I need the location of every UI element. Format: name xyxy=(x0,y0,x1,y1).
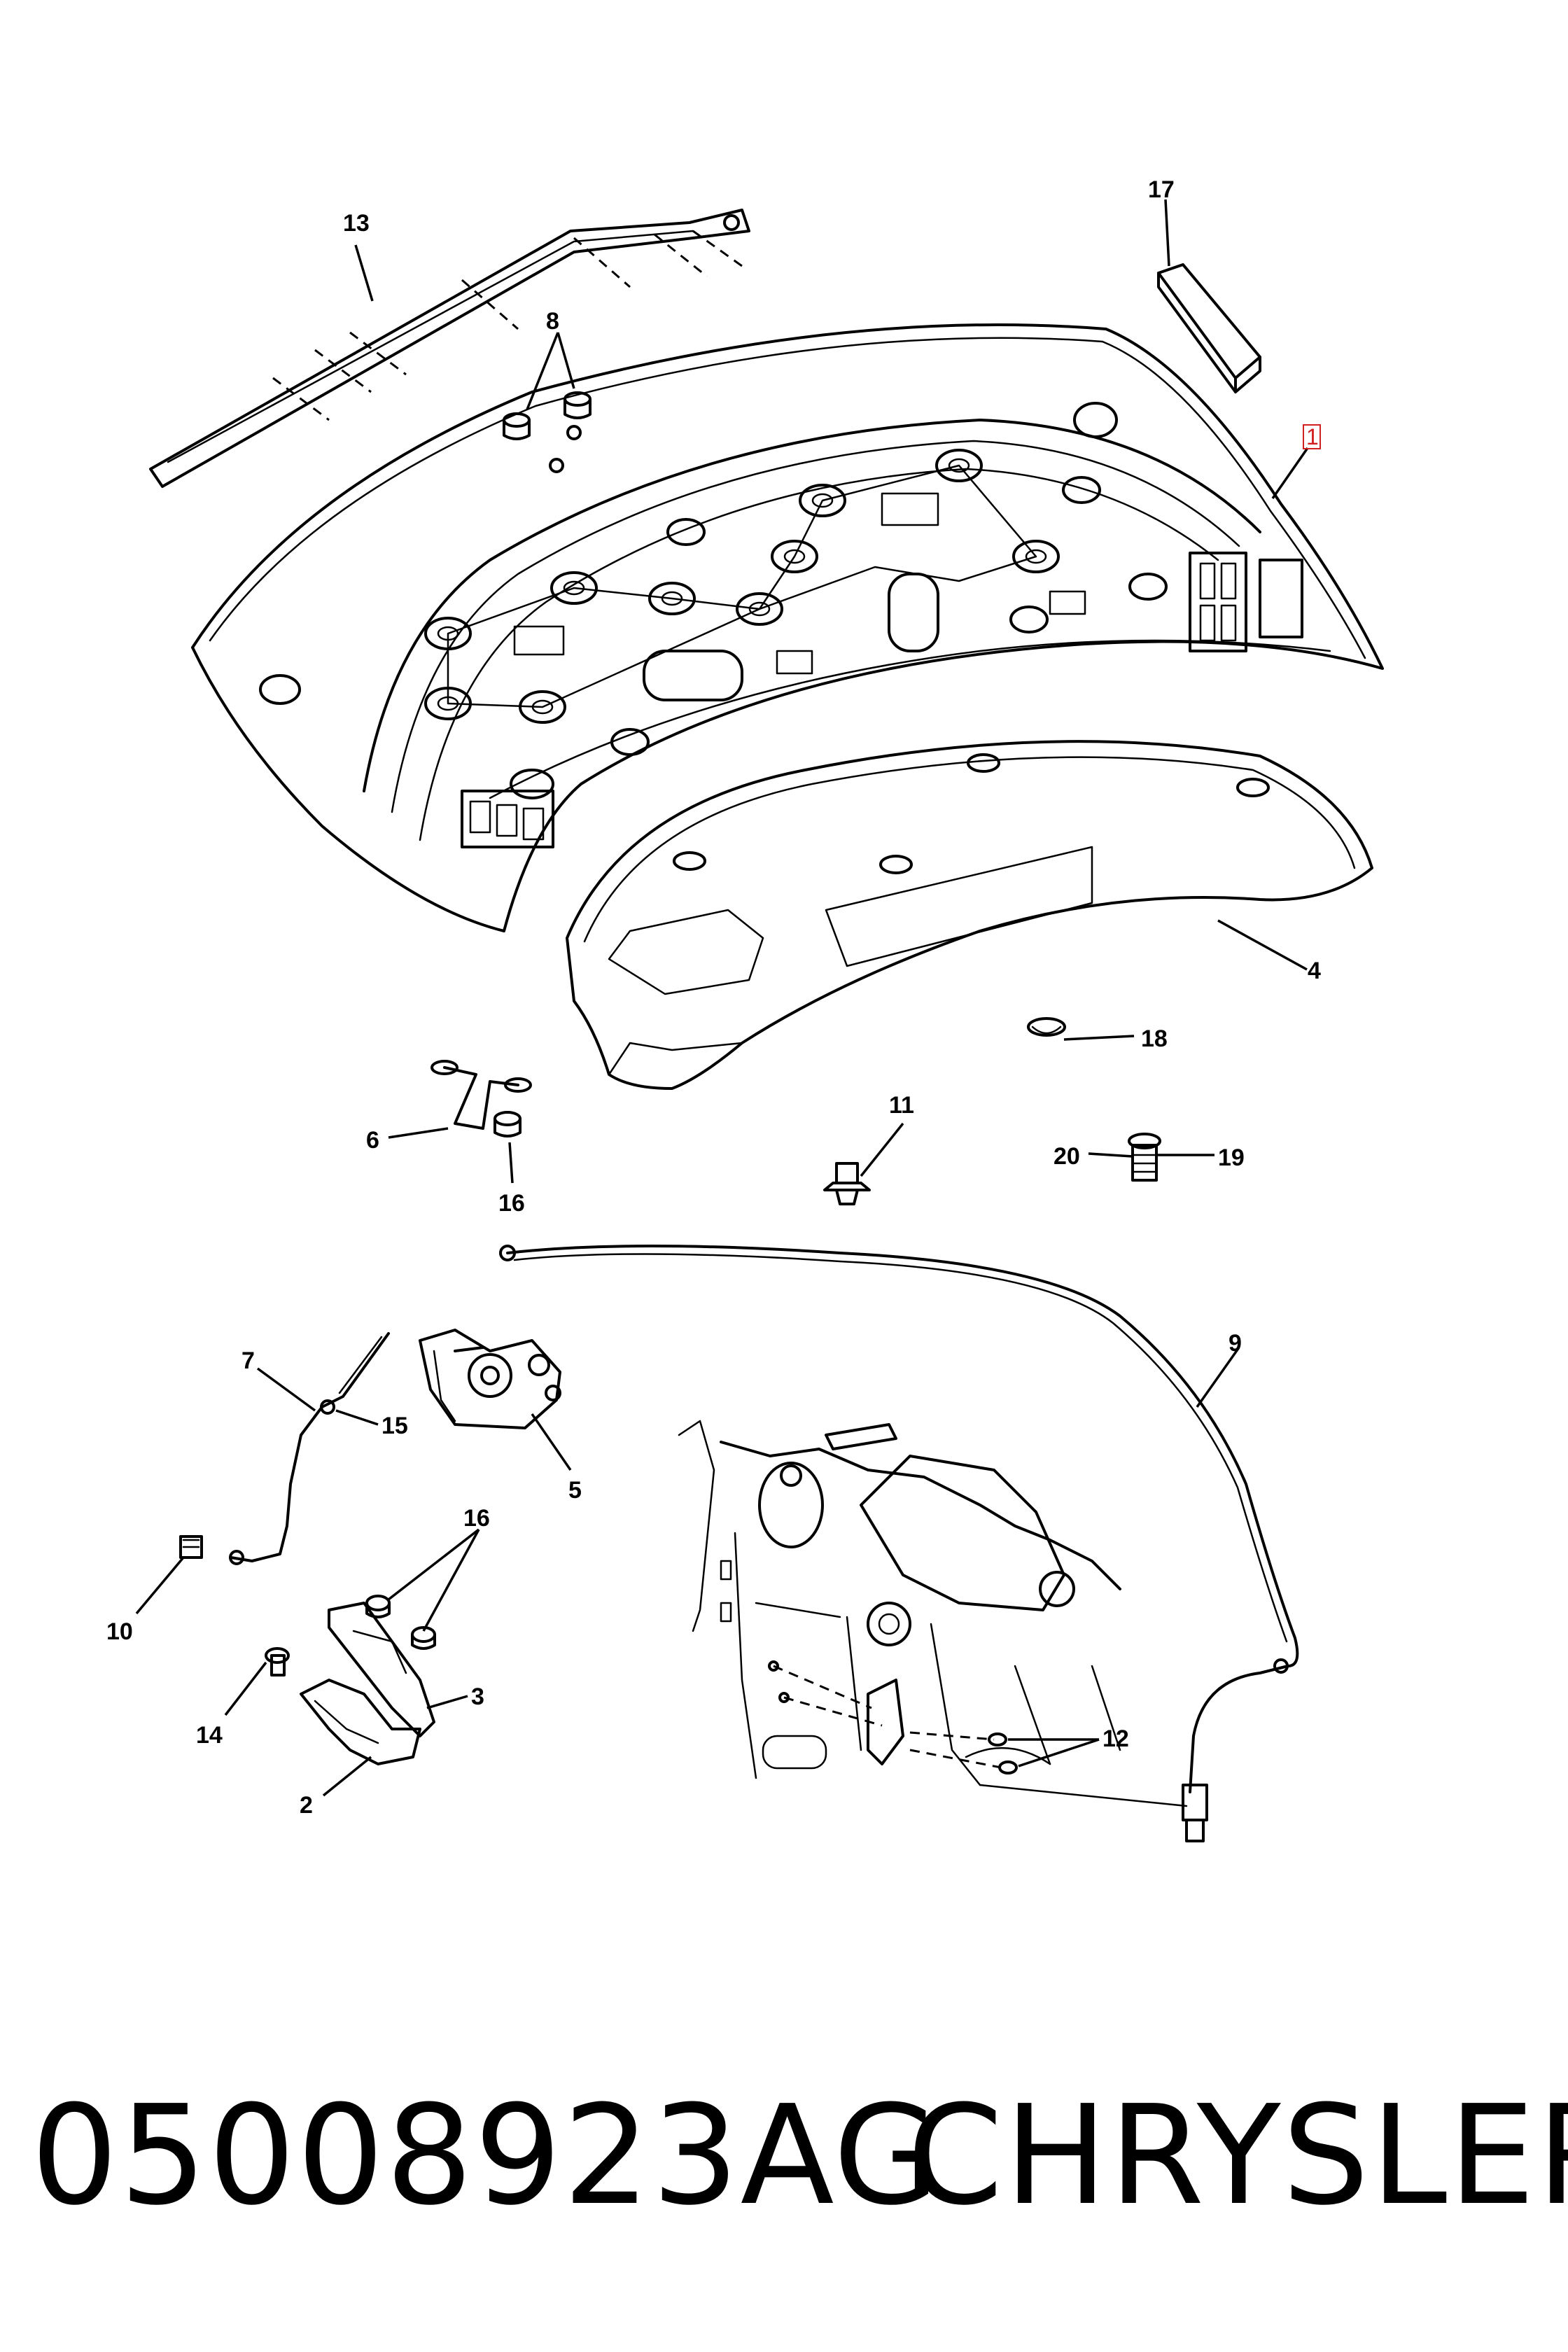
callout-12: 12 xyxy=(1102,1726,1129,1752)
hood-reinforcement-pads xyxy=(259,402,1168,799)
brand-caption: CHRYSLER xyxy=(907,2076,1568,2236)
callout-1-highlight-box xyxy=(1303,424,1321,449)
callout-16-lower: 16 xyxy=(463,1505,490,1532)
latch-shield xyxy=(300,1679,421,1765)
callout-16-upper: 16 xyxy=(498,1190,525,1217)
hood-latch xyxy=(419,1329,561,1429)
part-number-caption: 05008923AG xyxy=(31,2076,941,2236)
hood-bumpers xyxy=(503,391,592,473)
callout-2: 2 xyxy=(300,1792,313,1819)
callout-6: 6 xyxy=(366,1127,379,1154)
callout-8: 8 xyxy=(546,308,559,335)
support-bracket xyxy=(430,1060,532,1130)
hood-release-cable xyxy=(499,1245,1299,1842)
sensor-connector xyxy=(179,1535,203,1559)
foam-insulator-block xyxy=(1157,263,1261,393)
cable-retainer xyxy=(823,1162,871,1205)
callout-18: 18 xyxy=(1141,1026,1168,1052)
callout-9: 9 xyxy=(1228,1330,1242,1357)
bolt-with-washer xyxy=(1128,1133,1161,1182)
leader-lines xyxy=(135,199,1309,1797)
vehicle-front-structure xyxy=(678,1420,1188,1807)
callout-3: 3 xyxy=(471,1684,484,1710)
hood-insulator xyxy=(566,740,1373,1090)
callout-7: 7 xyxy=(241,1348,255,1374)
caption-row: 05008923AG CHRYSLER xyxy=(0,2072,1568,2240)
callout-labels: 1 2 3 4 5 6 7 8 9 10 11 12 13 14 15 16 1… xyxy=(106,176,1321,1819)
bracket-fasteners xyxy=(265,1595,436,1676)
callout-19: 19 xyxy=(1218,1144,1245,1171)
callout-20: 20 xyxy=(1054,1143,1080,1170)
callout-13: 13 xyxy=(343,210,370,237)
grommet-upper xyxy=(493,1111,522,1138)
callout-11: 11 xyxy=(889,1092,914,1119)
callout-15: 15 xyxy=(382,1413,408,1439)
hood-hinge-area-right xyxy=(1189,552,1303,652)
hood-seal-strip xyxy=(149,209,750,488)
callout-4: 4 xyxy=(1308,958,1321,984)
callout-17: 17 xyxy=(1148,176,1175,203)
hood-panel xyxy=(191,323,1384,932)
latch-cable xyxy=(229,1332,390,1565)
callout-1: 1 xyxy=(1306,424,1319,449)
push-pin-clip xyxy=(1027,1017,1066,1037)
callout-10: 10 xyxy=(106,1618,133,1645)
callout-5: 5 xyxy=(568,1477,582,1504)
callout-14: 14 xyxy=(196,1722,223,1749)
hood-hinge-area-left xyxy=(461,790,554,848)
